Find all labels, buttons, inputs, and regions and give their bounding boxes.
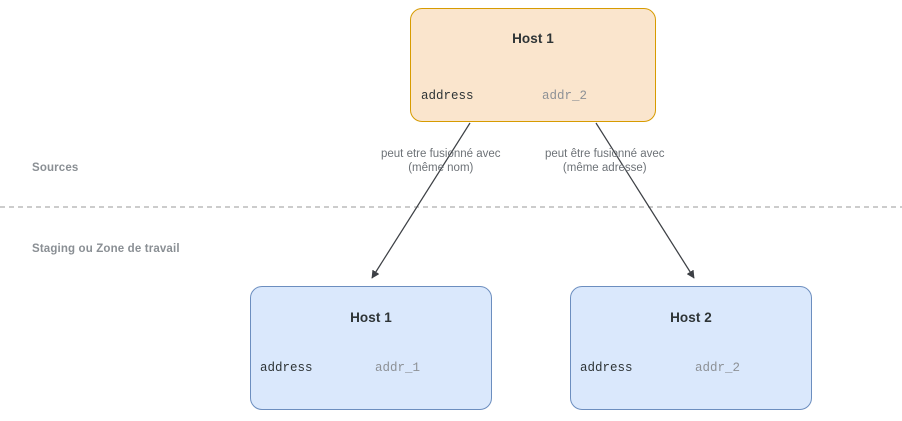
edge-label-merge-address: peut être fusionné avec (même adresse) [545, 147, 665, 175]
entity-attribute-row: address addr_2 [580, 361, 802, 375]
entity-title: Host 2 [670, 310, 712, 325]
entity-attribute-row: address addr_1 [260, 361, 482, 375]
entity-title: Host 1 [512, 31, 554, 46]
attribute-value: addr_2 [541, 89, 587, 103]
edge-label-merge-name-line2: (même nom) [408, 162, 474, 174]
entity-staging-host2[interactable]: Host 2 [570, 286, 812, 410]
attribute-spacer [633, 361, 695, 375]
attribute-value: addr_2 [694, 361, 740, 375]
edge-merge-address-line [595, 122, 695, 279]
edge-merge-name-line [371, 122, 471, 279]
entity-staging-host1[interactable]: Host 1 [250, 286, 492, 410]
attribute-spacer [313, 361, 375, 375]
lane-label-sources: Sources [32, 162, 79, 174]
attribute-key: address [421, 89, 474, 103]
entity-source-host1[interactable]: Host 1 address addr_2 [410, 8, 656, 122]
entity-attribute-row: address addr_2 [411, 89, 655, 103]
attribute-value: addr_1 [374, 361, 420, 375]
edge-label-merge-address-line1: peut être fusionné avec [545, 148, 665, 160]
lane-label-staging: Staging ou Zone de travail [32, 243, 180, 255]
edge-label-merge-name-line1: peut etre fusionné avec [381, 148, 501, 160]
edge-label-merge-address-line2: (même adresse) [562, 162, 647, 174]
entity-title: Host 1 [350, 310, 392, 325]
attribute-key: address [580, 361, 633, 375]
attribute-key: address [260, 361, 313, 375]
edge-label-merge-name: peut etre fusionné avec (même nom) [381, 147, 501, 175]
